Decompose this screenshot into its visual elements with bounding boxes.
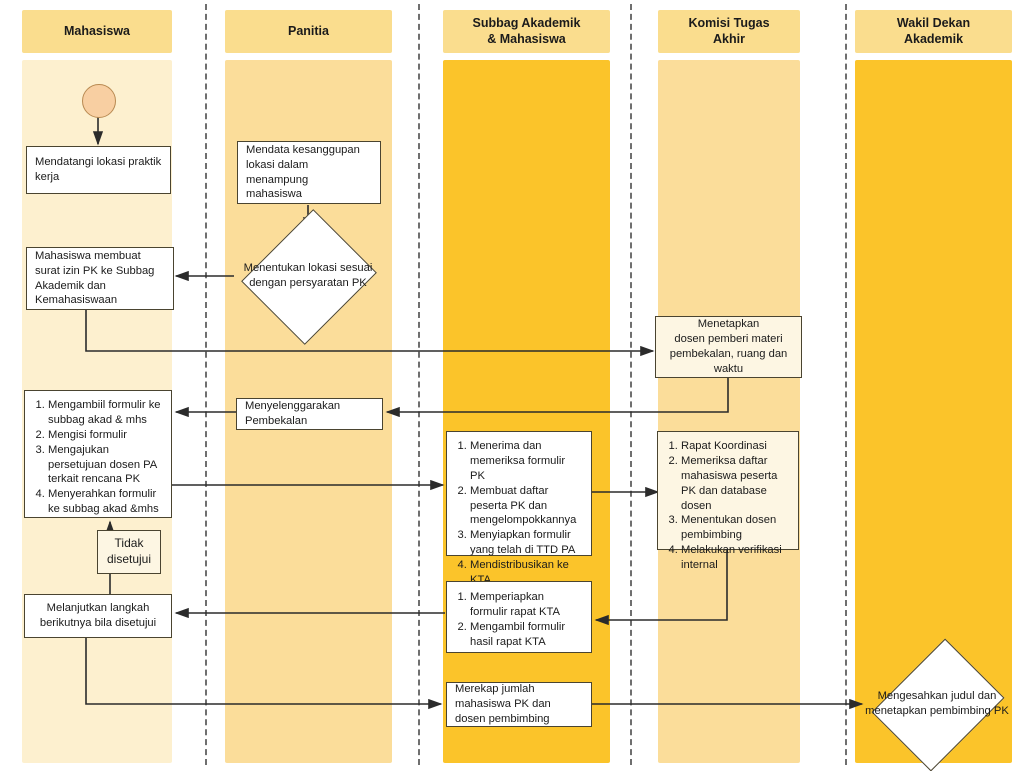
node-menentukan-lokasi-text: Menentukan lokasi sesuai dengan persyara… xyxy=(243,261,373,289)
node-surat-izin-pk[interactable]: Mahasiswa membuat surat izin PK ke Subba… xyxy=(26,247,174,310)
node-menetapkan-dosen-materi[interactable]: Menetapkan dosen pemberi materi pembekal… xyxy=(655,316,802,378)
node-komisi-rapat-koordinasi-list: Rapat Koordinasi Memeriksa daftar mahasi… xyxy=(666,439,790,573)
lane-header-subbag: Subbag Akademik & Mahasiswa xyxy=(443,10,610,53)
lane-divider-4 xyxy=(845,4,847,765)
start-node[interactable] xyxy=(82,84,116,118)
lane-divider-1 xyxy=(205,4,207,765)
lane-body-wakil-dekan xyxy=(855,60,1012,763)
node-menetapkan-dosen-materi-text: Menetapkan dosen pemberi materi pembekal… xyxy=(669,318,788,375)
lane-header-komisi-label: Komisi Tugas Akhir xyxy=(688,15,770,46)
label-tidak-disetujui: Tidak disetujui xyxy=(97,530,161,574)
node-menyelenggarakan-pembekalan-text: Menyelenggarakan Pembekalan xyxy=(245,400,341,427)
lane-header-mahasiswa-label: Mahasiswa xyxy=(63,23,130,38)
lane-divider-3 xyxy=(630,4,632,765)
lane-header-komisi: Komisi Tugas Akhir xyxy=(658,10,800,53)
node-merekap-jumlah-text: Merekap jumlah mahasiswa PK dan dosen pe… xyxy=(455,683,551,725)
list-item: Rapat Koordinasi xyxy=(681,439,790,454)
node-subbag-menerima-formulir[interactable]: Menerima dan memeriksa formulir PK Membu… xyxy=(446,431,592,586)
lane-header-wakil-dekan-label: Wakil Dekan Akademik xyxy=(896,15,971,46)
node-subbag-menerima-formulir-list: Menerima dan memeriksa formulir PK Membu… xyxy=(455,439,583,588)
node-mendatangi-lokasi-text: Mendatangi lokasi praktik kerja xyxy=(35,156,162,183)
node-merekap-jumlah[interactable]: Merekap jumlah mahasiswa PK dan dosen pe… xyxy=(446,682,592,727)
lane-divider-2 xyxy=(418,4,420,765)
list-item: Menyiapkan formulir yang telah di TTD PA xyxy=(470,528,583,558)
list-item: Memperiapkan formulir rapat KTA xyxy=(470,590,583,620)
list-item: Menerima dan memeriksa formulir PK xyxy=(470,439,583,484)
label-tidak-disetujui-text: Tidak disetujui xyxy=(106,536,152,566)
node-mendata-kesanggupan-text: Mendata kesanggupan lokasi dalam menampu… xyxy=(246,143,360,201)
lane-header-mahasiswa: Mahasiswa xyxy=(22,10,172,53)
node-surat-izin-pk-text: Mahasiswa membuat surat izin PK ke Subba… xyxy=(35,249,155,307)
node-mahasiswa-formulir-steps[interactable]: Mengambiil formulir ke subbag akad & mhs… xyxy=(24,390,172,518)
wire-surat-izin-to-menetapkan xyxy=(85,310,655,357)
lane-header-panitia: Panitia xyxy=(225,10,392,53)
list-item: Mengisi formulir xyxy=(48,428,163,443)
list-item: Menentukan dosen pembimbing xyxy=(681,513,790,543)
list-item: Mengajukan persetujuan dosen PA terkait … xyxy=(48,443,163,488)
list-item: Menyerahkan formulir ke subbag akad &mhs xyxy=(48,487,163,517)
node-menyelenggarakan-pembekalan[interactable]: Menyelenggarakan Pembekalan xyxy=(236,398,383,430)
node-melanjutkan-langkah-text: Melanjutkan langkah berikutnya bila dise… xyxy=(39,602,157,629)
node-mengesahkan-judul-text: Mengesahkan judul dan menetapkan pembimb… xyxy=(865,689,1009,717)
lane-header-subbag-label: Subbag Akademik & Mahasiswa xyxy=(472,15,581,46)
node-mendata-kesanggupan[interactable]: Mendata kesanggupan lokasi dalam menampu… xyxy=(237,141,381,204)
node-mahasiswa-formulir-steps-list: Mengambiil formulir ke subbag akad & mhs… xyxy=(33,398,163,517)
wire-melanjutkan-to-merekap xyxy=(85,638,443,710)
list-item: Mengambiil formulir ke subbag akad & mhs xyxy=(48,398,163,428)
node-menentukan-lokasi[interactable]: Menentukan lokasi sesuai dengan persyara… xyxy=(236,209,380,345)
node-subbag-rapat-kta-list: Memperiapkan formulir rapat KTA Mengambi… xyxy=(455,590,583,650)
node-subbag-rapat-kta[interactable]: Memperiapkan formulir rapat KTA Mengambi… xyxy=(446,581,592,653)
node-mendatangi-lokasi[interactable]: Mendatangi lokasi praktik kerja xyxy=(26,146,171,194)
wire-komisi-to-rapat-kta xyxy=(594,550,728,626)
node-mengesahkan-judul[interactable]: Mengesahkan judul dan menetapkan pembimb… xyxy=(862,638,1012,771)
wire-menetapkan-to-pembekalan xyxy=(385,378,729,418)
node-melanjutkan-langkah[interactable]: Melanjutkan langkah berikutnya bila dise… xyxy=(24,594,172,638)
list-item: Melakukan verifikasi internal xyxy=(681,543,790,573)
lane-header-panitia-label: Panitia xyxy=(288,23,329,38)
lane-header-wakil-dekan: Wakil Dekan Akademik xyxy=(855,10,1012,53)
node-komisi-rapat-koordinasi[interactable]: Rapat Koordinasi Memeriksa daftar mahasi… xyxy=(657,431,799,571)
list-item: Memeriksa daftar mahasiswa peserta PK da… xyxy=(681,454,790,514)
list-item: Mengambil formulir hasil rapat KTA xyxy=(470,620,583,650)
list-item: Membuat daftar peserta PK dan mengelompo… xyxy=(470,484,583,529)
